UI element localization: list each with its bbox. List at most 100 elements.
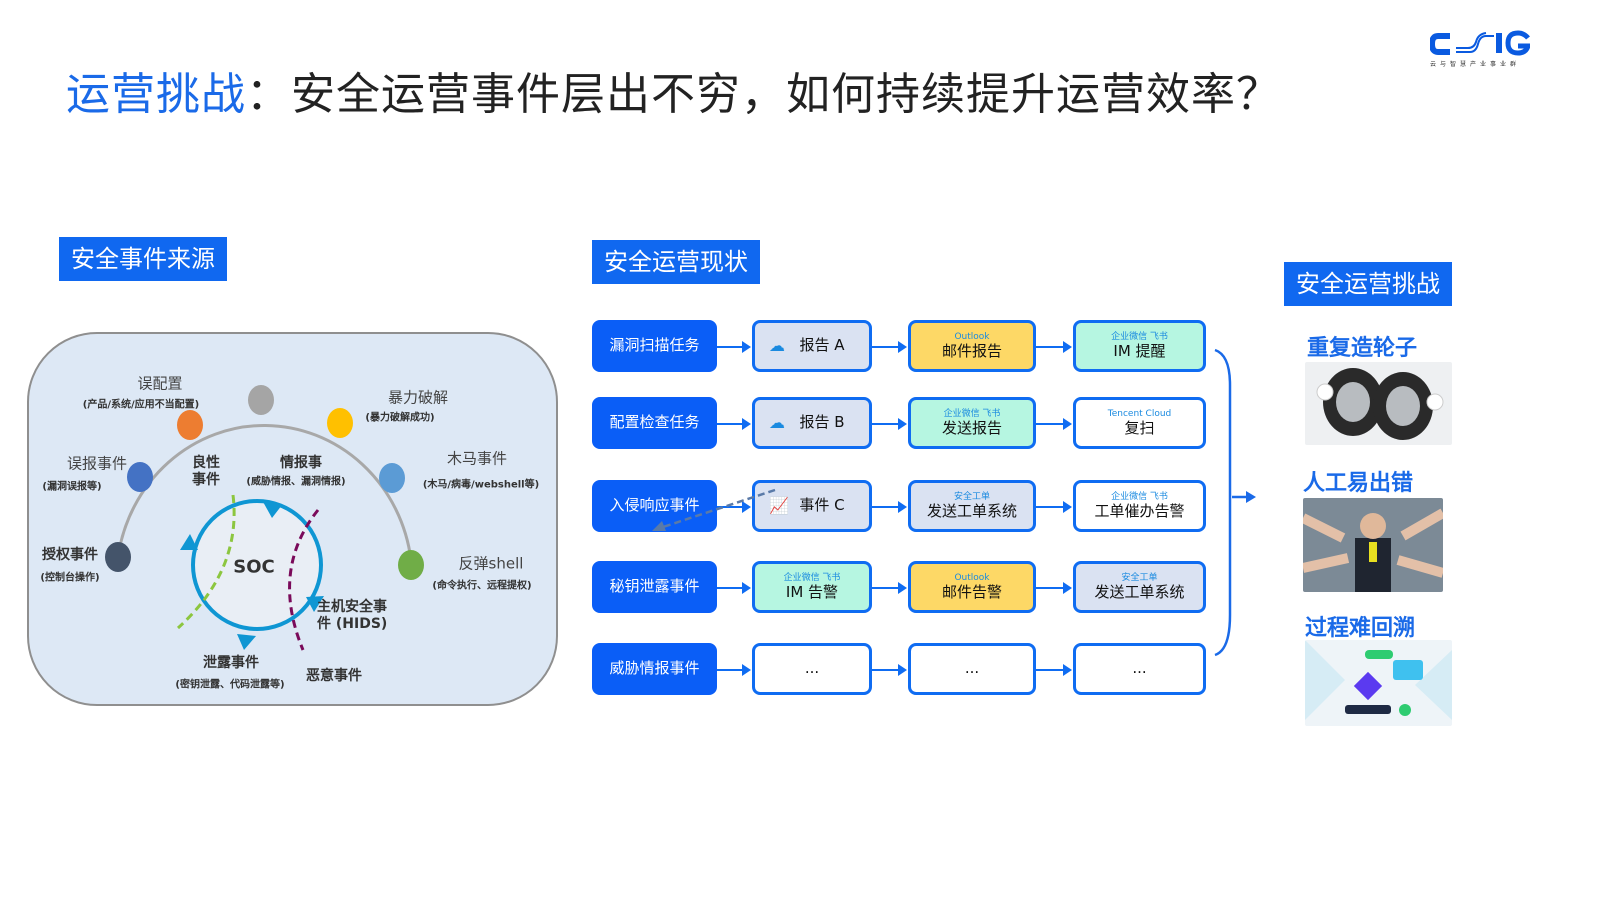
dot-lightblue (379, 463, 405, 493)
section-label-challenges: 安全运营挑战 (1284, 262, 1452, 306)
source-task-label: 入侵响应事件 (609, 496, 700, 515)
svg-text:云与智慧产业事业群: 云与智慧产业事业群 (1430, 60, 1520, 68)
feedback-dashed-arrow (652, 488, 776, 531)
flow-step-label: 邮件报告 (941, 341, 1002, 360)
flow-arrow (872, 664, 907, 676)
challenge-title: 过程难回溯 (1305, 616, 1416, 641)
page-title: 运营挑战：安全运营事件层出不穷，如何持续提升运营效率？ (66, 69, 1281, 120)
csig-logo: 云与智慧产业事业群 (1428, 30, 1532, 70)
source-false-positive: 误报事件 (66, 454, 128, 473)
flow-step[interactable]: 安全工单发送工单系统 (1073, 561, 1206, 613)
flow-arrow (717, 664, 751, 676)
flowchart-illustration (1305, 640, 1452, 726)
source-misconfig-desc: (产品/系统/应用不当配置) (82, 399, 200, 411)
flow-step[interactable]: 安全工单发送工单系统 (908, 480, 1036, 532)
flow-arrow (872, 501, 907, 513)
pointing-fingers-photo (1303, 498, 1443, 592)
wecom-feishu-icon: 企业微信 飞书 (783, 573, 841, 584)
brace-arrow (1214, 348, 1256, 657)
tencent-cloud-icon: Tencent Cloud (1107, 409, 1172, 420)
monitor-chart-icon: 📈 (769, 495, 789, 515)
source-leak-desc: (密钥泄露、代码泄露等) (175, 679, 285, 691)
flow-step-label: 报告 B (799, 413, 845, 432)
dot-orange (177, 410, 203, 440)
source-hids: 主机安全事件 (HIDS) (317, 599, 388, 632)
malicious-divider (288, 509, 320, 651)
challenge-title: 人工易出错 (1303, 471, 1414, 496)
flow-step[interactable]: ☁ 报告 A (752, 320, 872, 372)
source-intel: 情报事 (280, 455, 322, 471)
wecom-feishu-icon: 企业微信 飞书 (1111, 332, 1168, 343)
source-task-1[interactable]: 配置检查任务 (592, 397, 717, 449)
source-task-label: 秘钥泄露事件 (609, 577, 700, 596)
flow-arrow (1036, 418, 1072, 430)
dot-navy (105, 542, 131, 572)
source-task-2[interactable]: 入侵响应事件 (592, 480, 717, 532)
flow-arrow (872, 418, 907, 430)
flow-arrow (1036, 582, 1072, 594)
benign-divider (176, 494, 236, 630)
ticket-icon: 安全工单 (953, 492, 990, 503)
source-misconfig: 误配置 (137, 374, 183, 393)
flow-step-label: 报告 A (799, 336, 845, 355)
outlook-icon: Outlook (954, 573, 990, 584)
flow-step[interactable]: 企业微信 飞书发送报告 (908, 397, 1036, 449)
flow-step-label: 邮件告警 (941, 582, 1002, 601)
nsfocus-logo: ☁ (769, 335, 785, 355)
flow-step-label: IM 提醒 (1113, 341, 1166, 360)
challenge-title: 重复造轮子 (1307, 336, 1418, 361)
source-bruteforce: 暴力破解 (387, 388, 449, 407)
source-malicious: 恶意事件 (306, 668, 362, 684)
section-label-status: 安全运营现状 (592, 240, 760, 284)
flow-arrow (717, 418, 751, 430)
cycle-arrow-icon (237, 634, 256, 650)
source-trojan-desc: (木马/病毒/webshell等) (422, 479, 540, 491)
flow-step[interactable]: ... (1073, 643, 1206, 695)
flow-step[interactable]: ... (752, 643, 872, 695)
flow-arrow (717, 501, 751, 513)
flow-step-label: ... (804, 659, 820, 678)
soc-diagram (105, 385, 424, 651)
flow-step-label: 发送工单系统 (926, 501, 1017, 520)
source-authorization-desc: (控制台操作) (40, 572, 100, 584)
flow-step-label: ... (1132, 659, 1147, 678)
flow-step-label: 发送报告 (941, 418, 1002, 437)
source-arc (116, 424, 413, 561)
source-task-3[interactable]: 秘钥泄露事件 (592, 561, 717, 613)
source-task-label: 配置检查任务 (609, 413, 700, 432)
flow-step-label: 事件 C (799, 496, 845, 515)
cycle-arrow-icon (180, 534, 198, 550)
flow-arrow (1036, 341, 1072, 353)
section-label-sources: 安全事件来源 (59, 237, 227, 281)
tires-illustration (1305, 362, 1452, 445)
soc-label: SOC (233, 556, 275, 578)
outlook-icon: Outlook (954, 332, 990, 343)
flow-step[interactable]: 📈 事件 C (752, 480, 872, 532)
flow-arrow (872, 582, 907, 594)
flow-step-label: 复扫 (1124, 418, 1155, 437)
flow-step[interactable]: ... (908, 643, 1036, 695)
cycle-arrow-icon (262, 500, 282, 518)
wecom-feishu-icon: 企业微信 飞书 (1111, 492, 1168, 503)
flow-step-label: 发送工单系统 (1094, 582, 1185, 601)
source-false-positive-desc: (漏洞误报等) (42, 481, 102, 493)
flow-step-label: ... (964, 659, 980, 678)
source-task-4[interactable]: 威胁情报事件 (592, 643, 717, 695)
flow-step-label: 工单催办告警 (1094, 501, 1185, 520)
dot-yellow (327, 408, 353, 438)
wecom-feishu-icon: 企业微信 飞书 (943, 409, 1001, 420)
source-reverse-shell-desc: (命令执行、远程提权) (432, 580, 532, 592)
source-benign: 良性事件 (192, 455, 220, 488)
flow-step[interactable]: 企业微信 飞书工单催办告警 (1073, 480, 1206, 532)
source-task-0[interactable]: 漏洞扫描任务 (592, 320, 717, 372)
flow-arrow (1036, 664, 1072, 676)
flow-arrow (1036, 501, 1072, 513)
flow-step[interactable]: ☁报告 B (752, 397, 872, 449)
source-leak: 泄露事件 (203, 655, 259, 671)
source-task-label: 威胁情报事件 (609, 659, 700, 678)
